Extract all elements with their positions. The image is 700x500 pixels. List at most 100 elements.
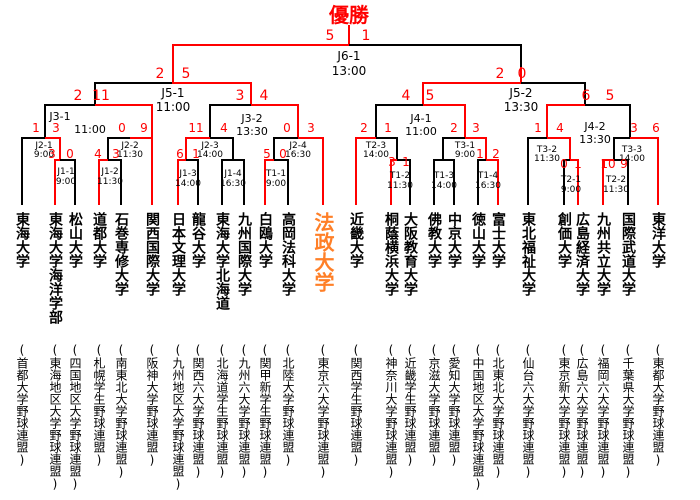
team-name: 東海大学 [14,211,30,269]
j1-2-left-line [98,159,108,205]
league-name: (南東北大学野球連盟) [114,343,128,479]
team-name: 松山大学 [67,211,83,269]
j5-2-game-id: J5-2 [508,86,532,100]
t1-2-score-left: 3 [388,155,396,169]
t1-2-game-id: T1-2 [389,171,410,181]
j3-2-right-line [251,104,299,138]
t1-4-left-line [477,159,486,205]
t2-2-score-right: 9 [620,157,628,171]
t1-4-game-time: 16:30 [475,181,501,191]
t1-1-game-id: T1-1 [265,169,286,179]
j2-4-right-line [298,137,324,205]
champion-title: 優勝 [328,3,370,27]
t1-4-score-left: 1 [476,147,484,161]
j3-1-game-id: J3-1 [48,110,70,123]
j1-2-game-time: 11:30 [97,177,123,187]
j3-1-score-left: 2 [74,88,83,104]
t3-3-game-time: 14:00 [619,154,645,164]
t1-1-right-line [274,159,289,205]
j4-1-left-line [375,104,423,138]
j6-1-score-left: 5 [326,28,335,44]
t1-3-left-line [433,159,443,205]
t2-1-game-time: 9:00 [561,185,581,195]
bracket-lines [21,25,659,205]
t1-2-score-right: 1 [402,155,410,169]
j1-1-left-line [54,159,60,205]
t2-2-score-left: 10 [600,157,615,171]
j5-2-game-time: 13:30 [504,100,539,114]
j1-2-score-right: 3 [112,147,120,161]
j1-4-game-id: J1-4 [223,169,242,179]
league-name: (関西六大学野球連盟) [191,343,205,479]
j4-1-score-right: 5 [426,88,435,104]
j2-1-right-line [45,137,61,160]
t3-3-game-id: T3-3 [621,145,642,155]
t1-4-right-line [486,159,499,205]
j1-1-right-line [60,159,76,205]
t1-4-game-id: T1-4 [477,171,498,181]
j4-1-right-line [423,104,466,138]
t2-3-score-right: 1 [384,121,392,135]
league-name: (北陸大学野球連盟) [281,343,295,467]
j1-3-score-right: 1 [192,147,200,161]
t3-2-game-id: T3-2 [536,145,557,155]
t2-2-right-line [614,159,629,205]
t2-3-left-line [355,137,376,205]
t1-4-score-right: 2 [492,147,500,161]
team-name: 佛教大学 [426,211,443,269]
j3-2-game-id: J3-2 [240,112,262,125]
j2-4-score-right: 3 [307,121,315,135]
team-name: 九州共立大学 [595,212,612,297]
t3-2-score-left: 1 [534,121,542,135]
t3-3-right-line [630,137,659,205]
j5-2-score-left: 2 [496,66,505,82]
t3-2-game-time: 11:30 [534,154,560,164]
j2-2-right-line [130,137,153,205]
j1-3-left-line [177,159,186,205]
j3-2-game-time: 13:30 [236,125,268,138]
team-name: 高岡法科大学 [280,211,296,297]
t2-3-game-id: T2-3 [365,141,386,151]
t2-1-score-right: 1 [574,157,582,171]
league-name: (愛知大学野球連盟) [447,343,461,467]
team-name: 関西国際大学 [144,212,160,297]
j4-2-score-left: 6 [582,88,591,104]
j5-2-score-right: 0 [518,66,527,82]
j1-4-right-line [233,159,245,205]
j4-2-score-right: 5 [606,88,615,104]
team-name: 東海大学北海道 [214,211,230,311]
j2-1-left-line [21,137,45,205]
t2-2-game-time: 11:30 [603,185,629,195]
j1-3-game-id: J1-3 [178,169,196,179]
j2-1-score-right: 3 [52,121,60,135]
j1-2-right-line [108,159,122,205]
j2-3-score-right: 4 [220,121,228,135]
j4-2-left-line [546,104,585,138]
j3-2-score-left: 3 [236,88,245,104]
t2-1-score-left: 0 [560,157,568,171]
j2-2-score-left: 0 [118,121,126,135]
j1-1-score-left: 3 [48,147,56,161]
j3-1-score-right: 11 [92,88,110,104]
j2-1-game-time: 9:00 [34,150,54,160]
j2-1-score-left: 1 [32,121,40,135]
j1-1-score-right: 0 [66,147,74,161]
t3-1-score-left: 2 [450,121,458,135]
league-name: (首都大学野球連盟) [15,343,29,467]
team-name: 国際武道大学 [620,212,636,297]
j2-3-game-time: 14:00 [197,150,223,160]
team-name: 創価大学 [556,211,573,269]
t1-2-right-line [397,159,411,205]
j1-3-score-left: 6 [176,147,184,161]
league-name: (千葉県大学野球連盟) [621,343,635,479]
j1-3-right-line [186,159,199,205]
league-name: (東京新大学野球連盟) [557,343,571,479]
league-name: (北海道学生野球連盟) [215,343,229,479]
j5-1-game-time: 11:00 [156,100,191,114]
team-name: 広島経済大学 [574,211,590,297]
j4-1-game-id: J4-1 [409,112,431,125]
t1-1-score-left: 5 [263,147,271,161]
j2-3-game-id: J2-3 [200,141,218,151]
league-name: (東京六大学野球連盟) [316,343,330,479]
t2-3-score-left: 2 [360,121,368,135]
